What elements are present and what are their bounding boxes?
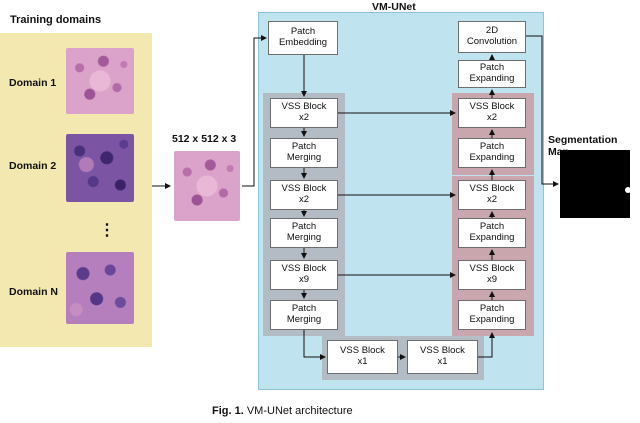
encoder-vss-block-3: VSS Block x9 xyxy=(270,260,338,290)
segmentation-map-image xyxy=(560,150,631,218)
bottleneck-vss-block-1: VSS Block x1 xyxy=(327,340,398,374)
vm-unet-title: VM-UNet xyxy=(372,1,416,13)
figure-caption: Fig. 1. VM-UNet architecture xyxy=(212,405,353,417)
decoder-vss-block-3: VSS Block x9 xyxy=(458,260,526,290)
input-to-embedding-arrow xyxy=(242,35,267,187)
final-patch-expanding-box: Patch Expanding xyxy=(458,60,526,88)
decoder-vss-block-2: VSS Block x2 xyxy=(458,180,526,210)
caption-prefix: Fig. 1. xyxy=(212,405,244,417)
input-size-label: 512 x 512 x 3 xyxy=(172,133,237,145)
bottleneck-vss-block-2: VSS Block x1 xyxy=(407,340,478,374)
decoder-vss-block-1: VSS Block x2 xyxy=(458,98,526,128)
patch-embedding-box: Patch Embedding xyxy=(268,21,338,55)
segmentation-map-title: Segmentation Map xyxy=(548,134,618,158)
conv-2d-box: 2D Convolution xyxy=(458,21,526,53)
domain-n-image xyxy=(66,252,134,324)
encoder-vss-block-1: VSS Block x2 xyxy=(270,98,338,128)
encoder-patch-merging-3: Patch Merging xyxy=(270,300,338,330)
encoder-patch-merging-1: Patch Merging xyxy=(270,138,338,168)
decoder-patch-expanding-2: Patch Expanding xyxy=(458,218,526,248)
encoder-patch-merging-2: Patch Merging xyxy=(270,218,338,248)
caption-text: VM-UNet architecture xyxy=(246,405,353,417)
domain-2-image xyxy=(66,134,134,202)
segmentation-map-mark xyxy=(625,187,631,193)
domain-1-image xyxy=(66,48,134,114)
domain-n-label: Domain N xyxy=(9,286,59,298)
decoder-patch-expanding-3: Patch Expanding xyxy=(458,300,526,330)
domain-1-label: Domain 1 xyxy=(9,77,57,89)
encoder-vss-block-2: VSS Block x2 xyxy=(270,180,338,210)
ellipsis: ⋮ xyxy=(99,222,115,239)
training-domains-title: Training domains xyxy=(10,14,102,26)
input-image xyxy=(174,151,240,221)
decoder-patch-expanding-1: Patch Expanding xyxy=(458,138,526,168)
domain-2-label: Domain 2 xyxy=(9,160,57,172)
